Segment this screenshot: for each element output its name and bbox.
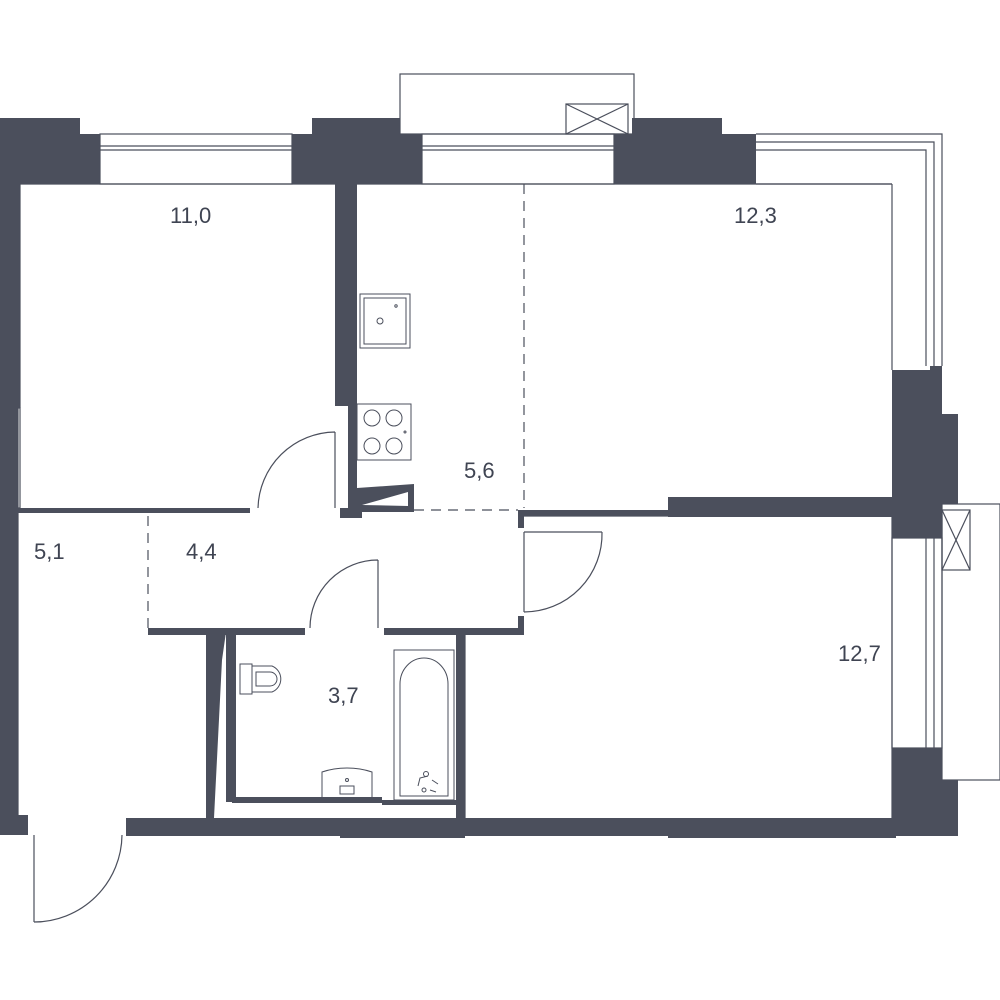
ventilation-shaft-icon	[941, 509, 971, 571]
wall-kitchen-bottom	[518, 510, 670, 516]
wall-bedroom-bottom	[18, 508, 250, 513]
sink-icon	[359, 293, 411, 349]
door-bedroom-left	[257, 431, 336, 509]
area-label-entrance: 5,1	[34, 539, 65, 564]
wall-kitchen-stub	[518, 510, 524, 528]
balcony-right	[941, 503, 1000, 781]
wall-bath-left	[206, 632, 214, 818]
wall-bottom-right-block	[892, 748, 942, 836]
wall-bottom-thick-right	[668, 818, 896, 838]
bathtub-icon	[393, 649, 455, 801]
wall-bottom-thick-left	[340, 818, 465, 838]
doors	[33, 431, 603, 923]
door-entrance	[33, 834, 123, 923]
wall-top-right-block	[614, 134, 756, 184]
wall-hallway-bottom-right	[384, 628, 524, 635]
wall-shaft-wedge	[214, 632, 226, 818]
wall-top-middle-block	[292, 134, 422, 184]
wall-hallway-stub	[518, 616, 524, 635]
wall-bath-left-inner	[226, 632, 236, 802]
wall-left-upper	[0, 118, 20, 408]
ventilation-shaft-icon	[565, 103, 629, 135]
kitchen-wedge-inner	[362, 492, 408, 506]
toilet-icon	[239, 663, 282, 695]
door-bathroom	[309, 559, 379, 629]
area-label-living-room: 12,3	[734, 203, 777, 228]
wall-bath-bottom-right	[382, 800, 460, 805]
wall-right-column-side	[940, 414, 958, 504]
area-label-kitchen: 5,6	[464, 458, 495, 483]
wall-partition-kitchen-low	[348, 184, 357, 509]
wall-bath-right	[456, 632, 465, 818]
wall-bottom-right-block-side	[940, 780, 958, 836]
door-living-right	[523, 531, 603, 613]
washbasin-icon	[321, 767, 373, 797]
stove-icon	[356, 403, 412, 461]
area-label-bedroom-right: 12,7	[838, 641, 881, 666]
wall-partition-living	[668, 497, 894, 517]
wall-right-column	[892, 370, 942, 538]
area-label-hallway: 4,4	[186, 539, 217, 564]
window-top-left	[99, 133, 293, 185]
wall-bedroom-bottom-right	[340, 508, 362, 518]
window-top-middle	[421, 133, 615, 185]
wall-left-stub	[0, 815, 28, 835]
zone-dividers	[147, 184, 525, 628]
wall-top-right-block-cap	[632, 118, 722, 138]
area-label-bedroom-left: 11,0	[170, 203, 211, 228]
windows	[17, 73, 1000, 781]
wall-bath-bottom	[232, 797, 382, 803]
area-label-bathroom: 3,7	[328, 683, 359, 708]
room-labels: 11,0 5,6 12,3 5,1 4,4 3,7 12,7	[34, 203, 881, 708]
walls	[0, 118, 958, 838]
balcony-top	[399, 73, 635, 135]
wall-top-middle-block-cap	[312, 118, 400, 138]
interior-lines	[17, 183, 893, 818]
window-top-right	[756, 133, 943, 366]
wall-hallway-bottom-left	[148, 628, 305, 635]
wall-left-lower	[0, 408, 18, 833]
wall-right-column-cap	[930, 366, 942, 376]
